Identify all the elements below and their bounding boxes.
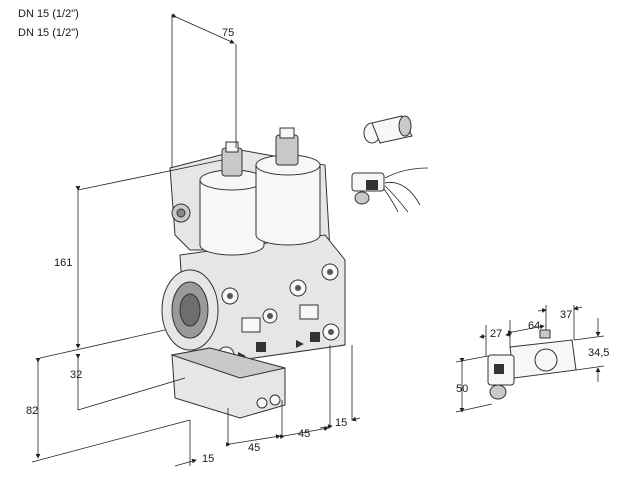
dim-15-bottom-label: 15	[202, 453, 214, 465]
dim-34-5-label: 34,5	[588, 347, 609, 359]
dim-64-label: 64	[528, 320, 540, 332]
solenoid-part	[487, 329, 577, 400]
dimension-lines	[31, 13, 605, 467]
drawing-title-line-1: DN 15 (1/2")	[18, 8, 79, 20]
dim-161-label: 161	[54, 257, 72, 269]
dim-45-b-label: 45	[298, 428, 310, 440]
dim-37-label: 37	[560, 309, 572, 321]
plug-connector-part	[351, 167, 429, 213]
dim-75-label: 75	[222, 27, 234, 39]
dim-27-label: 27	[490, 328, 502, 340]
drawing-title-line-2: DN 15 (1/2")	[18, 27, 79, 39]
main-valve-assembly	[161, 127, 346, 419]
dim-82-label: 82	[26, 405, 38, 417]
dim-45-a-label: 45	[248, 442, 260, 454]
dim-32-label: 32	[70, 369, 82, 381]
dim-15-right-label: 15	[335, 417, 347, 429]
dim-50-label: 50	[456, 383, 468, 395]
cable-gland-part	[363, 115, 413, 144]
